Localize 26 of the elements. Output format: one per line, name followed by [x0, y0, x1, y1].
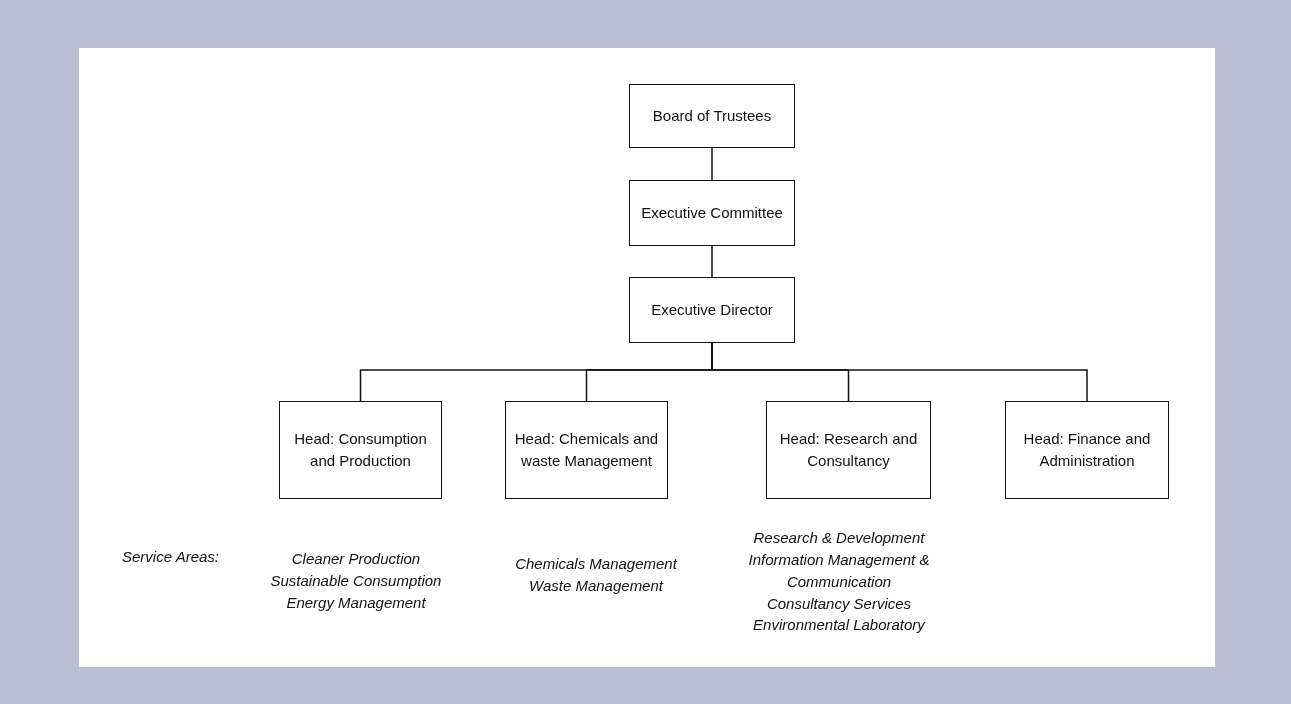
service-area-text: Consultancy Services — [766, 595, 912, 612]
service-area-text: Research & Development — [753, 529, 925, 546]
org-box — [629, 84, 795, 148]
org-box — [1005, 401, 1169, 499]
service-area-text: Cleaner Production — [291, 550, 421, 567]
section-heading: Service Areas: — [122, 548, 219, 565]
box-title: Head: Finance and Administration — [1022, 429, 1152, 471]
box-title: Head: Chemicals and waste Management — [514, 429, 659, 471]
box-title: Head: Consumption and Production — [293, 429, 428, 471]
service-area-text: Energy Management — [286, 594, 426, 611]
connector-line — [711, 245, 713, 278]
service-area-text: Information Management & Communication — [748, 551, 930, 590]
service-area-text: Sustainable Consumption — [270, 572, 442, 589]
org-box — [629, 277, 795, 343]
service-area-text: Environmental Laboratory — [753, 616, 925, 633]
service-area-text: Chemicals Management — [515, 555, 677, 572]
box-title: Board of Trustees — [652, 106, 772, 126]
box-title: Executive Director — [651, 300, 773, 320]
org-box — [279, 401, 442, 499]
org-box — [505, 401, 668, 499]
connector-line — [711, 147, 713, 181]
box-title: Head: Research and Consultancy — [778, 429, 919, 471]
service-area-text: Waste Management — [529, 577, 663, 594]
org-box — [766, 401, 931, 499]
org-box — [629, 180, 795, 246]
box-title: Executive Committee — [641, 203, 783, 223]
